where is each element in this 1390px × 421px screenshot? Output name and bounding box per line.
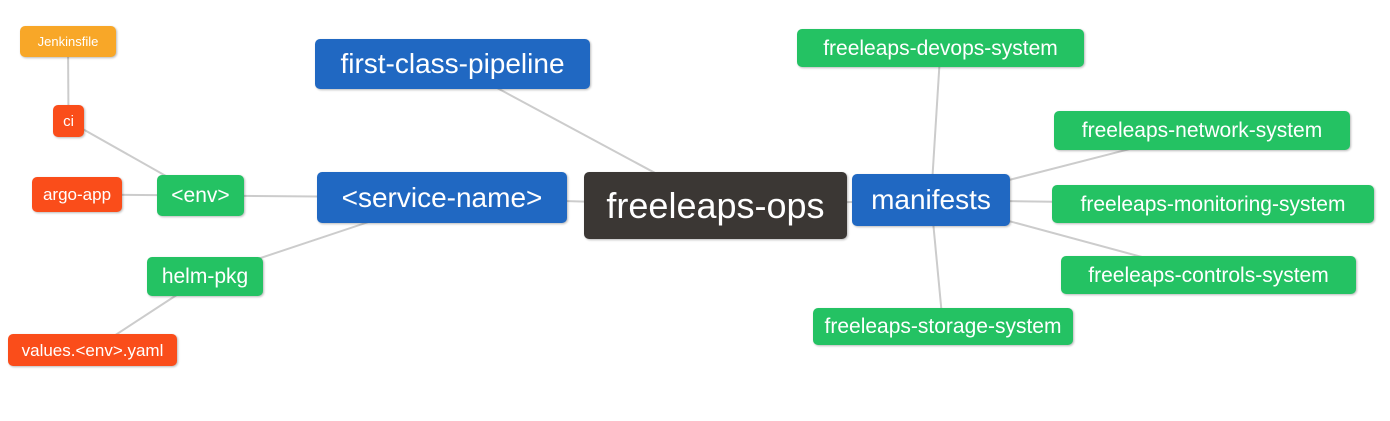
node-network-system[interactable]: freeleaps-network-system	[1054, 111, 1350, 150]
node-freeleaps-ops[interactable]: freeleaps-ops	[584, 172, 847, 239]
node-argo-app[interactable]: argo-app	[32, 177, 122, 212]
node-manifests[interactable]: manifests	[852, 174, 1010, 226]
node-first-class-pipeline[interactable]: first-class-pipeline	[315, 39, 590, 89]
node-helm-pkg[interactable]: helm-pkg	[147, 257, 263, 296]
node-ci[interactable]: ci	[53, 105, 84, 137]
node-values-env-yaml[interactable]: values.<env>.yaml	[8, 334, 177, 366]
node-storage-system[interactable]: freeleaps-storage-system	[813, 308, 1073, 345]
node-jenkinsfile[interactable]: Jenkinsfile	[20, 26, 116, 57]
node-monitoring-system[interactable]: freeleaps-monitoring-system	[1052, 185, 1374, 223]
node-env[interactable]: <env>	[157, 175, 244, 216]
node-devops-system[interactable]: freeleaps-devops-system	[797, 29, 1084, 67]
node-controls-system[interactable]: freeleaps-controls-system	[1061, 256, 1356, 294]
node-service-name[interactable]: <service-name>	[317, 172, 567, 223]
